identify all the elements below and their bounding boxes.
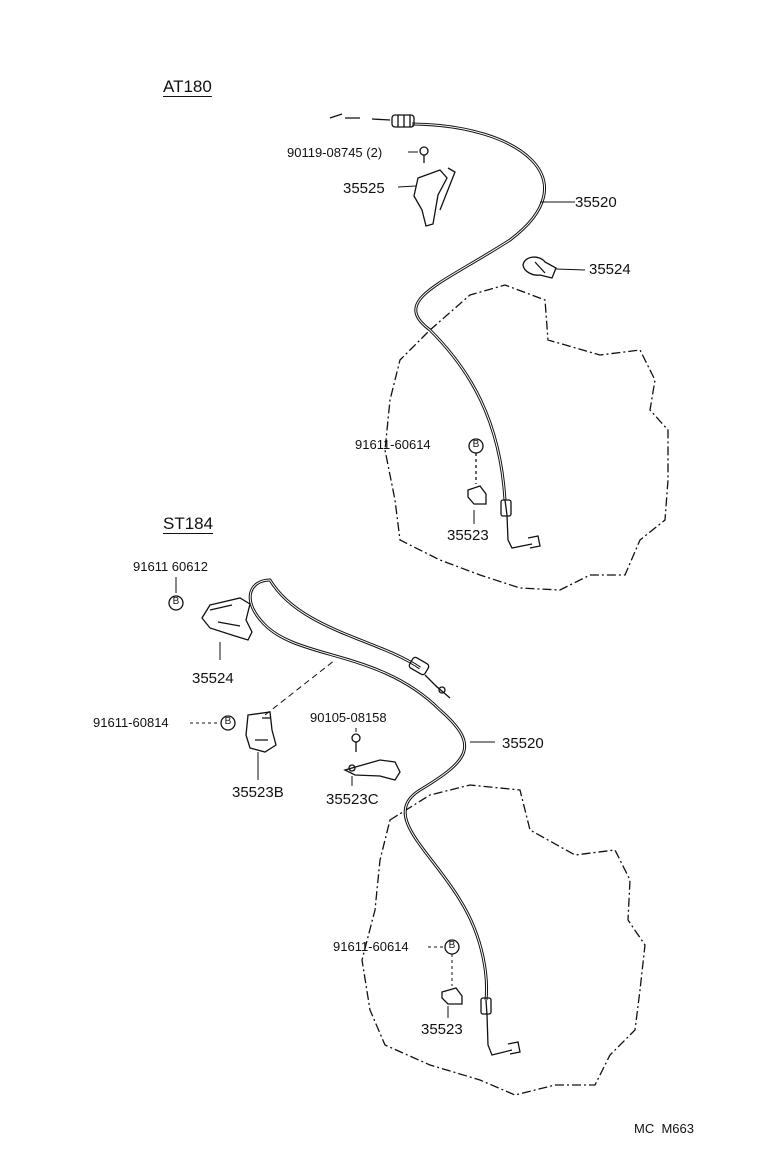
bracket-35524-st184 bbox=[201, 597, 253, 641]
label-clamp-35523-at180: 35523 bbox=[447, 527, 489, 544]
label-bolt-b-top-st184: 91611 60612 bbox=[133, 559, 208, 574]
label-bolt-b-at180: 91611-60614 bbox=[355, 437, 431, 452]
b-mark-letter-st184-low: B bbox=[448, 940, 456, 951]
model-heading-at180: AT180 bbox=[163, 77, 212, 96]
label-bracket-35524-st184: 35524 bbox=[192, 670, 234, 687]
label-bolt-at180: 90119-08745 (2) bbox=[287, 145, 383, 160]
b-mark-st184-mid bbox=[220, 715, 236, 731]
clamp-35523c bbox=[343, 733, 401, 781]
cable-lower-end-st184 bbox=[485, 999, 521, 1056]
bracket-35525 bbox=[413, 146, 456, 227]
cable-lower-end-at180 bbox=[504, 499, 541, 549]
label-cable-st184: 35520 bbox=[502, 735, 544, 752]
clamp-35523-at180 bbox=[467, 485, 487, 505]
figure-reference: MC M663 bbox=[634, 1121, 694, 1136]
b-mark-letter-st184-top: B bbox=[172, 596, 180, 607]
label-clamp-35523b: 35523B bbox=[232, 784, 284, 801]
label-cable-at180: 35520 bbox=[575, 194, 617, 211]
clamp-35523b bbox=[245, 711, 277, 753]
b-mark-st184-top bbox=[168, 595, 184, 611]
label-clamp-35523-st184: 35523 bbox=[421, 1021, 463, 1038]
transmission-outline-st184 bbox=[361, 784, 646, 1096]
label-clip-35524-at180: 35524 bbox=[589, 261, 631, 278]
b-mark-letter-at180: B bbox=[472, 439, 480, 450]
clamp-35523-st184 bbox=[441, 987, 463, 1005]
label-bolt-st184: 90105-08158 bbox=[310, 710, 387, 725]
b-mark-letter-st184-mid: B bbox=[224, 716, 232, 727]
cable-end-fitting-at180 bbox=[329, 113, 415, 128]
label-bracket-35525: 35525 bbox=[343, 180, 385, 197]
cable-end-fitting-st184 bbox=[408, 656, 451, 699]
label-bolt-b-mid-st184: 91611-60814 bbox=[93, 715, 169, 730]
clip-35524-at180 bbox=[522, 256, 557, 279]
model-heading-st184: ST184 bbox=[163, 514, 214, 533]
label-clamp-35523c: 35523C bbox=[326, 791, 379, 808]
transmission-outline-at180 bbox=[384, 284, 669, 591]
label-bolt-b-low-st184: 91611-60614 bbox=[333, 939, 409, 954]
